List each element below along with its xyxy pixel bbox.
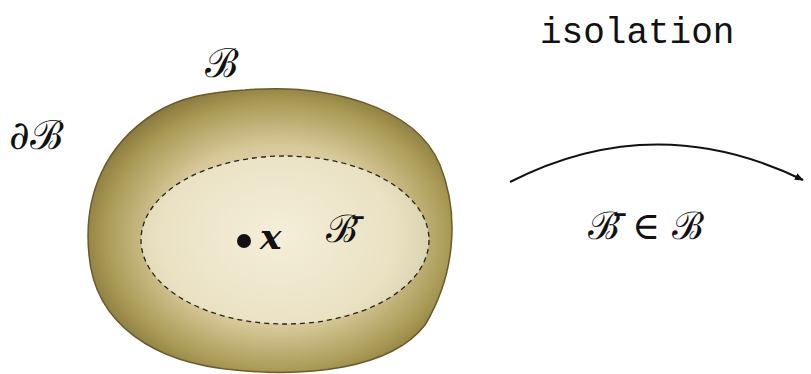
point-dot (237, 234, 251, 248)
subbody-region: x ℬ̄ (140, 155, 430, 325)
relation-label: ℬ̄ ∈ ℬ (588, 206, 704, 248)
process-label: isolation (540, 14, 734, 54)
potato-body (88, 89, 452, 373)
curved-arrow (510, 144, 803, 182)
dashed-ellipse (141, 156, 429, 324)
point-symbol: x (260, 217, 281, 257)
body-symbol: ℬ (205, 41, 239, 85)
boundary-symbol: ∂ℬ (9, 113, 64, 157)
ellipse-outline (140, 155, 430, 325)
subbody-symbol: ℬ̄ (326, 209, 358, 251)
body-region: ℬ∂ℬxℬ̄ (85, 85, 455, 374)
